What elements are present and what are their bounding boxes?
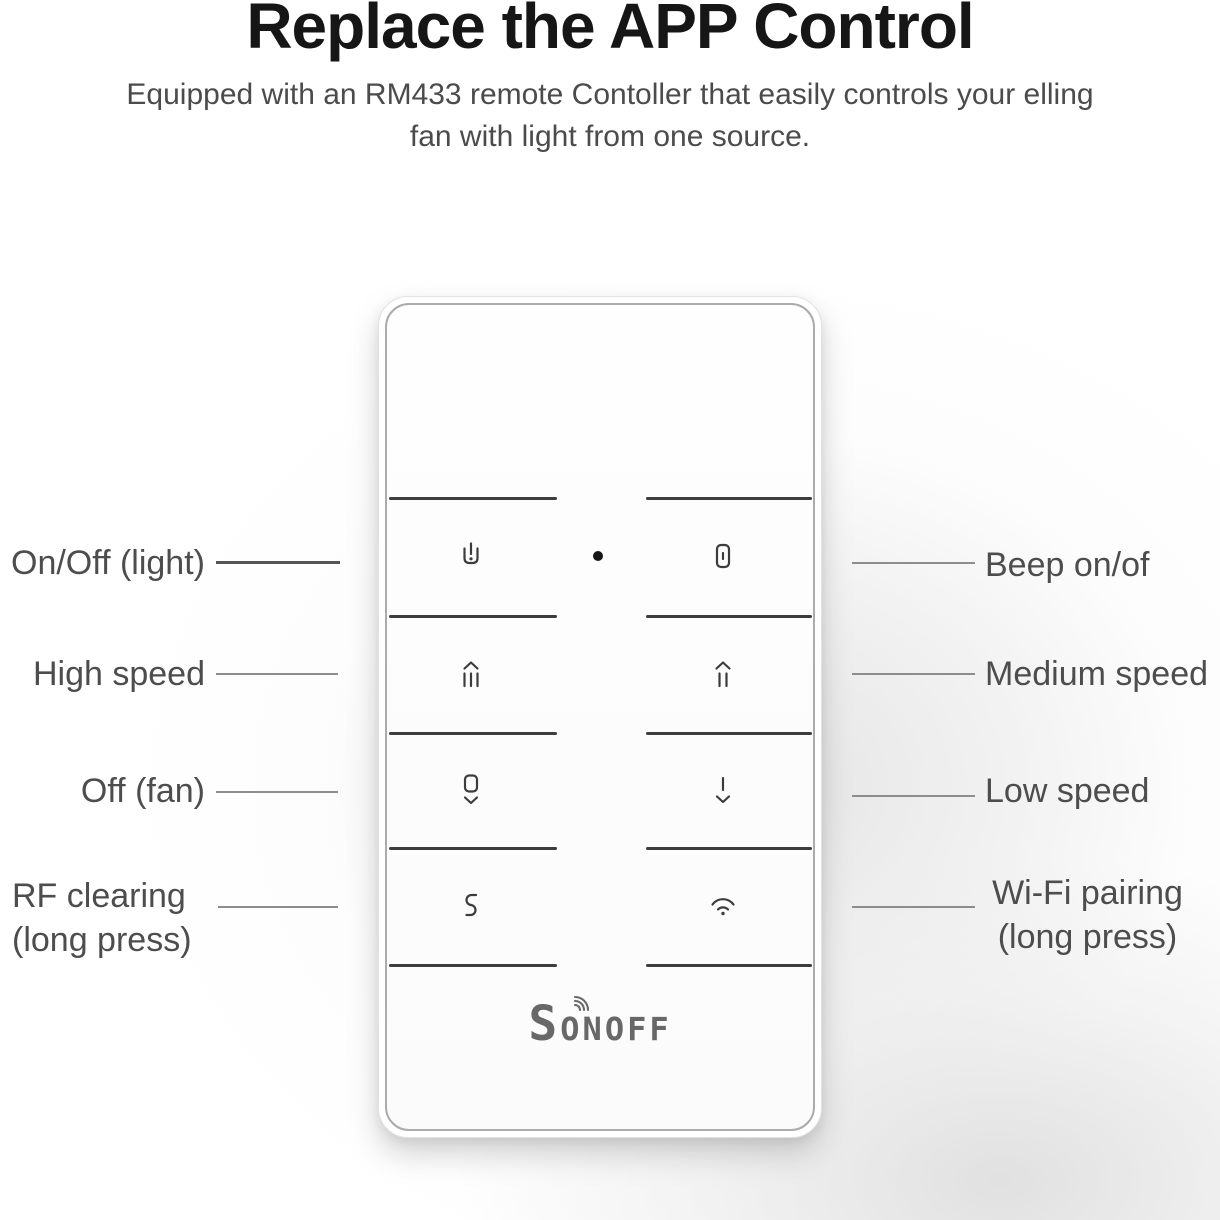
beep-icon [715, 543, 731, 569]
button-separator [389, 964, 557, 967]
callout-label-high-speed: High speed [32, 655, 205, 693]
fan-low-icon [715, 776, 731, 803]
callout-line [216, 791, 338, 793]
button-separator [646, 964, 812, 967]
callout-line [216, 561, 340, 564]
callout-label-beep: Beep on/of [985, 546, 1150, 584]
page-subtitle-line1: Equipped with an RM433 remote Contoller … [126, 78, 1094, 111]
button-separator [389, 615, 557, 618]
page-subtitle: Equipped with an RM433 remote Contoller … [0, 74, 1220, 158]
wifi-icon [711, 898, 735, 916]
page-title: Replace the APP Control [246, 0, 974, 62]
callout-line [216, 673, 338, 675]
callout-label-light-onoff: On/Off (light) [11, 544, 205, 582]
medium-speed-button[interactable] [661, 615, 785, 732]
remote-faceplate [385, 303, 815, 1131]
callout-line [852, 562, 975, 564]
status-led [593, 551, 603, 561]
button-separator [646, 847, 812, 850]
button-separator [646, 615, 812, 618]
rf-clearing-button[interactable] [409, 847, 533, 964]
sonoff-logo-text: SONOFF [528, 996, 672, 1052]
callout-line [218, 906, 338, 908]
callout-line [852, 673, 975, 675]
light-onoff-button[interactable] [409, 497, 533, 615]
callout-label-wifi-pairing: Wi-Fi pairing (long press) [992, 874, 1183, 956]
callout-line [852, 906, 975, 908]
button-separator [646, 732, 812, 735]
callout-label-medium-speed: Medium speed [985, 655, 1209, 693]
page-subtitle-line2: fan with light from one source. [409, 120, 811, 153]
callout-label-fan-off: Off (fan) [80, 772, 205, 810]
button-separator [646, 497, 812, 500]
high-speed-button[interactable] [409, 615, 533, 732]
rf-link-icon [465, 893, 478, 916]
fan-medium-icon [715, 660, 731, 687]
wifi-pairing-button[interactable] [661, 847, 785, 964]
button-separator [389, 847, 557, 850]
button-separator [389, 732, 557, 735]
callout-label-rf-clearing: RF clearing (long press) [12, 877, 192, 959]
fan-high-icon [463, 660, 479, 687]
callout-label-low-speed: Low speed [985, 772, 1150, 810]
fan-off-button[interactable] [409, 732, 533, 847]
beep-button[interactable] [661, 497, 785, 615]
light-power-icon [463, 542, 479, 565]
low-speed-button[interactable] [661, 732, 785, 847]
signal-waves-icon [574, 995, 590, 1012]
callout-line [852, 795, 975, 797]
button-separator [389, 497, 557, 500]
sonoff-logo: SONOFF [379, 995, 821, 1058]
remote-body: SONOFF [378, 296, 822, 1138]
fan-off-icon [463, 774, 479, 805]
